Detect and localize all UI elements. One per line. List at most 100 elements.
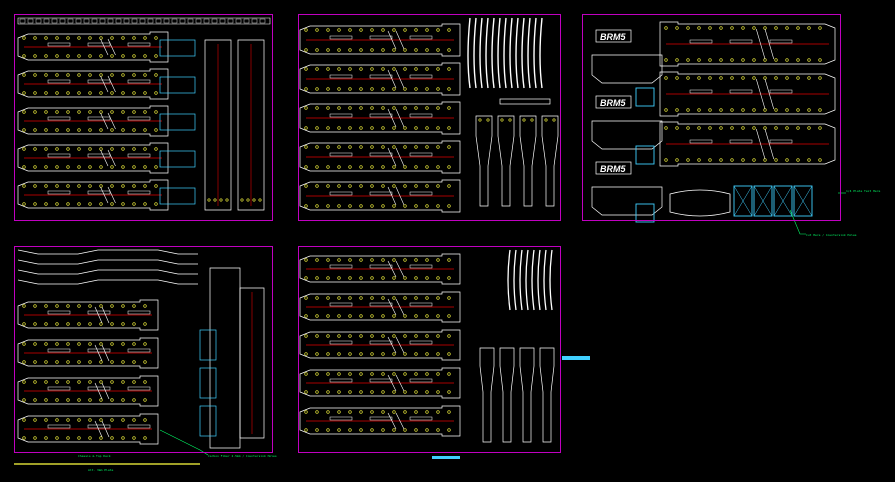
mounting-hole <box>403 145 407 149</box>
rail-strip <box>17 17 271 25</box>
rail-tooth <box>235 18 242 24</box>
mounting-hole <box>447 165 451 169</box>
mounting-hole <box>370 184 374 188</box>
mounting-hole <box>55 202 59 206</box>
mounting-hole <box>381 372 385 376</box>
slot-cutout <box>47 310 71 315</box>
mounting-hole <box>425 372 429 376</box>
mounting-hole <box>66 202 70 206</box>
mounting-hole <box>143 91 147 95</box>
mounting-hole <box>77 418 81 422</box>
mounting-hole <box>425 258 429 262</box>
mounting-hole <box>77 380 81 384</box>
mounting-hole <box>110 202 114 206</box>
mounting-hole <box>403 334 407 338</box>
mounting-hole <box>359 145 363 149</box>
mounting-hole <box>403 390 407 394</box>
mounting-hole <box>807 108 811 112</box>
mounting-hole <box>381 314 385 318</box>
mounting-hole <box>66 54 70 58</box>
side-rail <box>204 39 232 211</box>
rib <box>387 374 397 392</box>
mounting-hole <box>77 128 81 132</box>
chassis-part <box>17 142 169 174</box>
mounting-hole <box>675 76 679 80</box>
strap-part <box>531 249 535 311</box>
mounting-hole <box>88 436 92 440</box>
slot-cutout <box>369 340 393 345</box>
mounting-hole <box>33 36 37 40</box>
mounting-hole <box>88 73 92 77</box>
mounting-hole <box>44 36 48 40</box>
mounting-hole <box>436 145 440 149</box>
mounting-hole <box>304 184 308 188</box>
mounting-hole <box>66 36 70 40</box>
mounting-hole <box>132 91 136 95</box>
sheet-4-border[interactable] <box>14 246 273 453</box>
slot-cutout <box>127 348 151 353</box>
mounting-hole <box>315 184 319 188</box>
mounting-hole <box>66 91 70 95</box>
mounting-hole <box>359 87 363 91</box>
strap-part <box>497 17 501 89</box>
mounting-hole <box>697 108 701 112</box>
mounting-hole <box>348 258 352 262</box>
mounting-hole <box>44 147 48 151</box>
strap-part <box>527 17 531 89</box>
chassis-part <box>17 375 159 407</box>
mounting-hole <box>348 106 352 110</box>
mounting-hole <box>403 165 407 169</box>
mounting-hole <box>44 110 48 114</box>
mounting-hole <box>370 28 374 32</box>
mounting-hole <box>403 276 407 280</box>
mounting-hole <box>447 204 451 208</box>
mounting-hole <box>304 314 308 318</box>
mounting-hole <box>741 158 745 162</box>
mounting-hole <box>110 128 114 132</box>
highlight-part <box>753 185 773 217</box>
logo-text: BRM5 <box>600 164 626 174</box>
rail-tooth <box>259 18 266 24</box>
sheet-3-border[interactable] <box>582 14 841 221</box>
mounting-hole <box>55 128 59 132</box>
sheet-5-border[interactable] <box>298 246 561 453</box>
sheet-2-border[interactable] <box>298 14 561 221</box>
mounting-hole <box>77 436 81 440</box>
mounting-hole <box>697 76 701 80</box>
mounting-hole <box>370 352 374 356</box>
mounting-hole <box>304 145 308 149</box>
mounting-hole <box>425 48 429 52</box>
highlight-part <box>159 39 196 57</box>
mounting-hole <box>99 73 103 77</box>
mounting-hole <box>154 184 158 188</box>
mounting-hole <box>315 296 319 300</box>
mounting-hole <box>44 360 48 364</box>
mounting-hole <box>143 110 147 114</box>
mounting-hole <box>370 314 374 318</box>
strap-part <box>509 17 513 89</box>
slot-cutout <box>47 348 71 353</box>
mounting-hole <box>359 428 363 432</box>
rib <box>387 412 397 430</box>
sheet-1-border[interactable] <box>14 14 273 221</box>
slot-cutout <box>369 152 393 157</box>
rib <box>395 147 405 167</box>
mounting-hole <box>143 380 147 384</box>
mounting-hole <box>315 352 319 356</box>
rail-tooth <box>171 18 178 24</box>
mounting-hole <box>315 204 319 208</box>
rib <box>94 344 103 362</box>
mounting-hole <box>110 342 114 346</box>
rail-tooth <box>59 18 66 24</box>
chassis-part <box>299 23 461 57</box>
mounting-hole <box>522 118 526 122</box>
mounting-hole <box>77 165 81 169</box>
cross-brace <box>733 185 753 217</box>
mounting-hole <box>132 73 136 77</box>
mounting-hole <box>240 198 244 202</box>
mounting-hole <box>348 410 352 414</box>
mounting-hole <box>143 184 147 188</box>
rail-tooth <box>67 18 74 24</box>
slot-cutout <box>409 264 433 269</box>
